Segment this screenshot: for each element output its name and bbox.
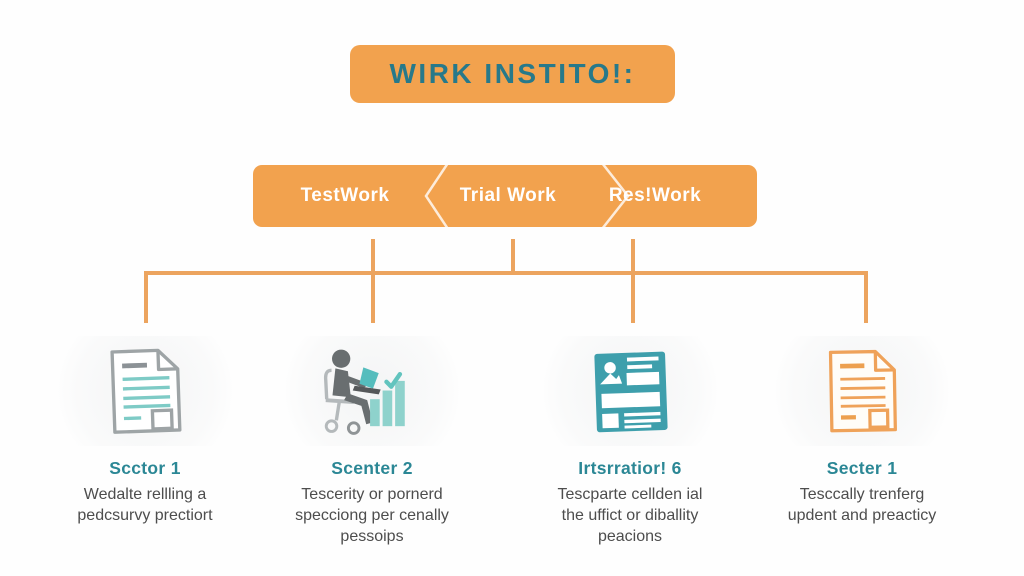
- column-3-heading: Irtsrratior! 6: [578, 458, 682, 478]
- connector-drop-4: [864, 273, 868, 323]
- title-banner: WIRK INSTITO!:: [350, 45, 675, 103]
- column-2-heading: Scenter 2: [331, 458, 413, 478]
- column-4: Secter 1 Tesccally trenferg updent and p…: [742, 336, 982, 526]
- column-1: Scctor 1 Wedalte rellling a pedcsurvy pr…: [25, 336, 265, 526]
- document-teal-lines-icon: [25, 336, 265, 446]
- column-2-description: Tescerity or pornerd specciong per cenal…: [295, 486, 449, 545]
- connector-drop-3: [631, 273, 635, 323]
- document-orange-lines-icon: [742, 336, 982, 446]
- column-1-heading: Scctor 1: [109, 458, 181, 478]
- connector-drop-1: [144, 273, 148, 323]
- connector-stub-1: [371, 239, 375, 273]
- column-1-description: Wedalte rellling a pedcsurvy prectiort: [77, 486, 213, 524]
- column-2: Scenter 2 Tescerity or pornerd specciong…: [252, 336, 492, 547]
- segment-testwork: TestWork: [300, 185, 390, 206]
- segment-reswork: Res!Work: [608, 185, 702, 206]
- segment-trialwork: Trial Work: [459, 185, 557, 206]
- profile-form-teal-icon: [510, 336, 750, 446]
- connector-stub-3: [631, 239, 635, 273]
- connector-drop-2: [371, 273, 375, 323]
- connector-horizontal: [144, 271, 868, 275]
- process-bar: TestWork Trial Work Res!Work: [253, 165, 757, 227]
- column-3: Irtsrratior! 6 Tescparte cellden ial the…: [510, 336, 750, 547]
- chevron-separators-icon: [424, 165, 630, 227]
- connector-stub-2: [511, 239, 515, 273]
- page-title: WIRK INSTITO!:: [389, 58, 636, 89]
- column-3-description: Tescparte cellden ial the uffict or diba…: [557, 486, 703, 545]
- column-4-description: Tesccally trenferg updent and preacticy: [787, 486, 937, 524]
- person-working-chart-icon: [252, 336, 492, 446]
- column-4-heading: Secter 1: [826, 458, 898, 478]
